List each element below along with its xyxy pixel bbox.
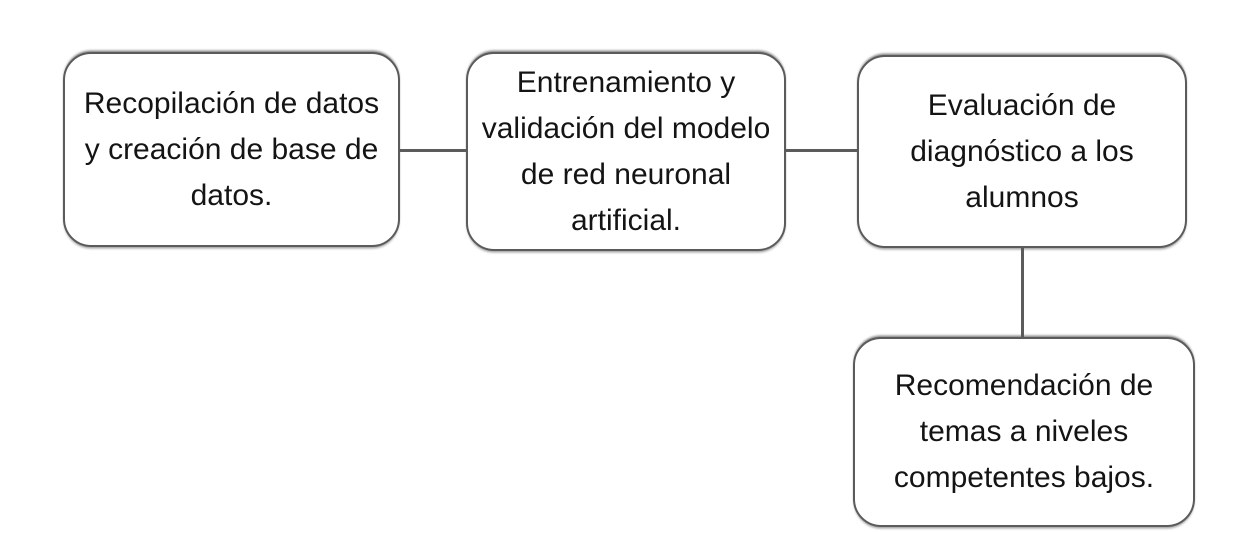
node-text-line: competentes bajos.: [893, 461, 1155, 494]
node-text-line: Recopilación de datos: [83, 86, 380, 120]
node-text-line: datos.: [190, 178, 273, 212]
node-text-line: Evaluación de: [927, 88, 1117, 122]
connector-node1-node2: [400, 149, 466, 152]
node-text-line: validación del modelo: [481, 111, 771, 145]
node-text-line: y creación de base de: [84, 132, 379, 166]
node-text-line: de red neuronal: [520, 157, 732, 191]
node-text-line: Recomendación de: [894, 369, 1154, 402]
flow-node-student-evaluation: Evaluación de diagnóstico a los alumnos: [857, 55, 1187, 248]
connector-node2-node3: [786, 149, 857, 152]
flow-node-data-collection: Recopilación de datos y creación de base…: [63, 52, 400, 247]
flow-node-model-training: Entrenamiento y validación del modelo de…: [466, 52, 786, 251]
flow-node-topic-recommendation: Recomendación de temas a niveles compete…: [853, 337, 1195, 527]
node-text-line: temas a niveles: [919, 415, 1129, 448]
node-text-line: alumnos: [965, 180, 1079, 214]
node-text-line: artificial.: [570, 203, 682, 237]
connector-node3-node4: [1021, 248, 1024, 337]
node-text-line: Entrenamiento y: [516, 65, 736, 99]
node-text-line: diagnóstico a los: [910, 134, 1134, 168]
